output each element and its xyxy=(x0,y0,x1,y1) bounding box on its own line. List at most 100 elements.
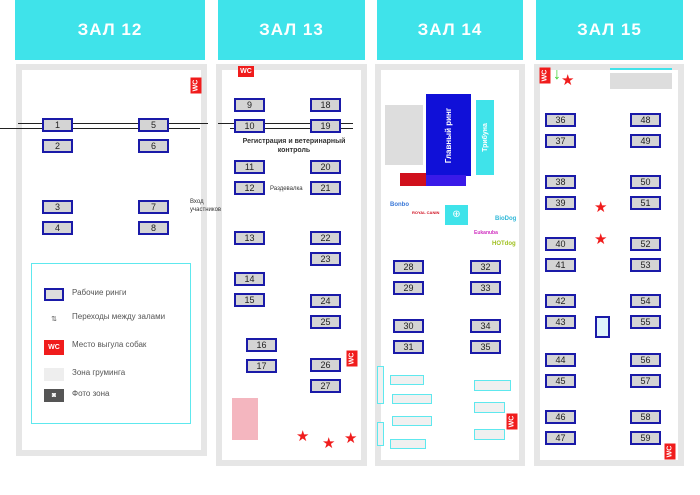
ring-13[interactable]: 13 xyxy=(234,231,265,245)
ring-9[interactable]: 9 xyxy=(234,98,265,112)
stands-block xyxy=(385,105,423,165)
ring-21[interactable]: 21 xyxy=(310,181,341,195)
ring-29[interactable]: 29 xyxy=(393,281,424,295)
ring-11[interactable]: 11 xyxy=(234,160,265,174)
ring-59[interactable]: 59 xyxy=(630,431,661,445)
ring-46[interactable]: 46 xyxy=(545,410,576,424)
ring-42[interactable]: 42 xyxy=(545,294,576,308)
arrow-down-icon: ↓ xyxy=(553,66,561,83)
stand xyxy=(474,429,505,440)
ring-icon xyxy=(44,288,64,301)
legend-label: Фото зона xyxy=(72,389,110,398)
ring-16[interactable]: 16 xyxy=(246,338,277,352)
ring-58[interactable]: 58 xyxy=(630,410,661,424)
ring-50[interactable]: 50 xyxy=(630,175,661,189)
ring-48[interactable]: 48 xyxy=(630,113,661,127)
divider-line xyxy=(218,123,353,124)
ring-39[interactable]: 39 xyxy=(545,196,576,210)
wc-icon: WC xyxy=(506,413,518,430)
ring-28[interactable]: 28 xyxy=(393,260,424,274)
hall-12-header: ЗАЛ 12 xyxy=(15,0,205,60)
ring-37[interactable]: 37 xyxy=(545,134,576,148)
ring-26[interactable]: 26 xyxy=(310,358,341,372)
ring-17[interactable]: 17 xyxy=(246,359,277,373)
star-icon: ★ xyxy=(561,72,575,89)
legend-label: Место выгула собак xyxy=(72,340,147,349)
ring-20[interactable]: 20 xyxy=(310,160,341,174)
wc-icon: WC xyxy=(190,77,202,94)
hall-15-header: ЗАЛ 15 xyxy=(536,0,683,60)
main-ring: Главный ринг xyxy=(426,94,471,176)
ring-1[interactable]: 1 xyxy=(42,118,73,132)
registration-label: Регистрация и ветеринарный контроль xyxy=(242,138,346,154)
ring-57[interactable]: 57 xyxy=(630,374,661,388)
ring-35[interactable]: 35 xyxy=(470,340,501,354)
ring-23[interactable]: 23 xyxy=(310,252,341,266)
stand xyxy=(392,416,432,426)
wc-icon: WC xyxy=(539,67,551,84)
ring-44[interactable]: 44 xyxy=(545,353,576,367)
ring-5[interactable]: 5 xyxy=(138,118,169,132)
ring-52[interactable]: 52 xyxy=(630,237,661,251)
ring-31[interactable]: 31 xyxy=(393,340,424,354)
ring-25[interactable]: 25 xyxy=(310,315,341,329)
ring-10[interactable]: 10 xyxy=(234,119,265,133)
ring-40[interactable]: 40 xyxy=(545,237,576,251)
ring-34[interactable]: 34 xyxy=(470,319,501,333)
star-icon: ★ xyxy=(594,199,608,216)
divider-line xyxy=(18,123,208,124)
ring-56[interactable]: 56 xyxy=(630,353,661,367)
legend-label: Рабочие ринги xyxy=(72,288,127,297)
ring-4[interactable]: 4 xyxy=(42,221,73,235)
ring-7[interactable]: 7 xyxy=(138,200,169,214)
ring-24[interactable]: 24 xyxy=(310,294,341,308)
ring-47[interactable]: 47 xyxy=(545,431,576,445)
ring-32[interactable]: 32 xyxy=(470,260,501,274)
stand xyxy=(390,375,424,385)
ring-49[interactable]: 49 xyxy=(630,134,661,148)
ring-14[interactable]: 14 xyxy=(234,272,265,286)
stand xyxy=(390,439,426,449)
ring-38[interactable]: 38 xyxy=(545,175,576,189)
divider-line xyxy=(230,128,353,129)
ring-45[interactable]: 45 xyxy=(545,374,576,388)
main-ring-label: Главный ринг xyxy=(444,107,454,163)
ring-43[interactable]: 43 xyxy=(545,315,576,329)
ring-53[interactable]: 53 xyxy=(630,258,661,272)
ring-22[interactable]: 22 xyxy=(310,231,341,245)
ring-18[interactable]: 18 xyxy=(310,98,341,112)
info-label xyxy=(610,73,672,89)
stand xyxy=(392,394,432,404)
ring-12[interactable]: 12 xyxy=(234,181,265,195)
ring-small xyxy=(595,316,610,338)
ring-19[interactable]: 19 xyxy=(310,119,341,133)
stand xyxy=(377,422,384,446)
star-icon: ★ xyxy=(296,428,310,445)
star-icon: ★ xyxy=(594,231,608,248)
ring-41[interactable]: 41 xyxy=(545,258,576,272)
brand-logo: BioDog xyxy=(495,216,517,222)
ring-3[interactable]: 3 xyxy=(42,200,73,214)
ring-36[interactable]: 36 xyxy=(545,113,576,127)
ring-8[interactable]: 8 xyxy=(138,221,169,235)
ring-30[interactable]: 30 xyxy=(393,319,424,333)
ring-6[interactable]: 6 xyxy=(138,139,169,153)
ring-51[interactable]: 51 xyxy=(630,196,661,210)
entrance-label: Вход участников xyxy=(190,199,222,213)
brand-logo: Bonbo xyxy=(390,202,409,208)
red-zone xyxy=(400,173,426,186)
tribune-label: Трибуна xyxy=(481,123,489,152)
ring-55[interactable]: 55 xyxy=(630,315,661,329)
ring-15[interactable]: 15 xyxy=(234,293,265,307)
wc-icon: WC xyxy=(346,350,358,367)
star-icon: ★ xyxy=(322,435,336,452)
tribune: Трибуна xyxy=(476,100,494,175)
legend-label: Переходы между залами xyxy=(72,312,166,321)
ring-2[interactable]: 2 xyxy=(42,139,73,153)
cyan-bar xyxy=(610,68,672,70)
ring-27[interactable]: 27 xyxy=(310,379,341,393)
ring-33[interactable]: 33 xyxy=(470,281,501,295)
ring-54[interactable]: 54 xyxy=(630,294,661,308)
stand xyxy=(474,380,511,391)
